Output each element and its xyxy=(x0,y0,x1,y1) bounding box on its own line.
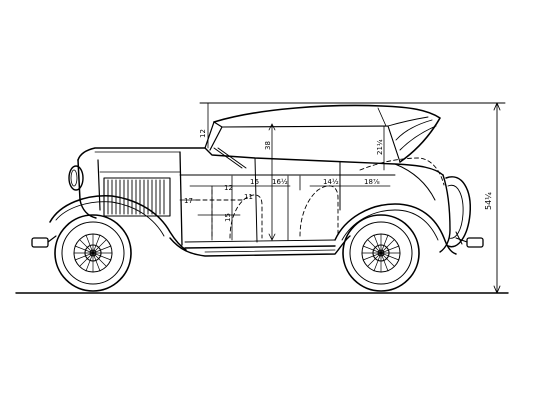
dim-body-height: 38 xyxy=(264,141,272,150)
dim-seat-span-2: 18⅞ xyxy=(364,178,380,186)
dim-front-door: 16½ xyxy=(272,178,288,186)
car-body xyxy=(77,147,451,253)
spare-tire xyxy=(445,176,471,248)
front-wheel xyxy=(54,214,132,292)
dim-interior-c: 17 xyxy=(184,197,193,205)
rear-wheel xyxy=(342,214,420,292)
headlamp xyxy=(68,165,84,191)
dim-interior-a: 12 xyxy=(224,184,233,192)
dim-seat-span-1: 14½ xyxy=(323,178,339,186)
dim-interior-d: 15 xyxy=(224,213,232,222)
dimension-labels: 54¼ 12 38 21¼ 14½ 18⅞ 16½ 16 12 11 17 15 xyxy=(184,129,493,222)
rear-bumper xyxy=(455,231,484,248)
front-bumper xyxy=(31,235,57,248)
dim-top-rise: 12 xyxy=(199,129,207,138)
dim-cowl: 16 xyxy=(250,178,259,186)
dim-interior-b: 11 xyxy=(244,193,253,201)
hood-louvres xyxy=(103,177,171,217)
interior-dimension-lines xyxy=(179,102,391,241)
windshield xyxy=(204,121,247,169)
rear-fender xyxy=(334,203,457,255)
convertible-top xyxy=(209,104,441,163)
front-fender xyxy=(49,195,187,251)
dim-overall-height: 54¼ xyxy=(484,192,493,210)
hood-and-radiator xyxy=(77,159,181,219)
overall-height-dimension xyxy=(199,102,506,294)
dim-rear-upper: 21¼ xyxy=(376,139,384,155)
